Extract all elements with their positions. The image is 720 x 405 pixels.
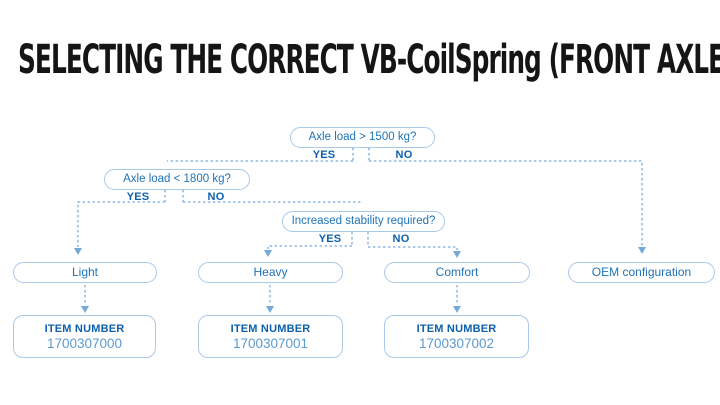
item-number-box-comfort: ITEM NUMBER 1700307002: [384, 315, 529, 358]
page-title: SELECTING THE CORRECT VB-CoilSpring (FRO…: [18, 37, 720, 83]
arrowhead-heavy: [264, 250, 272, 257]
item-number-value: 1700307001: [232, 335, 309, 351]
item-number-value: 1700307002: [418, 335, 495, 351]
q2-yes-label: YES: [126, 191, 150, 203]
q2-no-label: NO: [207, 191, 225, 203]
connector-q3-yes-line: [267, 245, 352, 249]
item-number-heading: ITEM NUMBER: [44, 322, 125, 335]
decision-axle-load-1800-text: Axle load < 1800 kg?: [123, 173, 231, 185]
arrowhead-item-comfort: [453, 306, 461, 313]
outcome-light-label: Light: [71, 265, 99, 279]
q3-no-label: NO: [392, 233, 410, 245]
decision-axle-load-1500-text: Axle load > 1500 kg?: [308, 131, 417, 143]
decision-increased-stability-text: Increased stability required?: [291, 215, 436, 227]
q1-yes-label: YES: [312, 149, 336, 161]
item-number-value: 1700307000: [46, 335, 123, 351]
outcome-comfort-label: Comfort: [435, 265, 479, 279]
arrowhead-light: [74, 248, 82, 255]
arrowhead-oem: [638, 247, 646, 254]
q1-no-label: NO: [395, 149, 413, 161]
outcome-heavy-label: Heavy: [253, 265, 288, 279]
q3-yes-label: YES: [318, 233, 342, 245]
outcome-oem-configuration-label: OEM configuration: [591, 265, 692, 279]
arrowhead-item-heavy: [266, 306, 274, 313]
item-number-heading: ITEM NUMBER: [230, 322, 311, 335]
decision-increased-stability: Increased stability required?: [282, 211, 445, 232]
connector-q2-yes-line: [77, 201, 165, 247]
outcome-heavy: Heavy: [198, 262, 343, 283]
decision-axle-load-1800: Axle load < 1800 kg?: [104, 169, 250, 190]
outcome-oem-configuration: OEM configuration: [568, 262, 715, 283]
arrowhead-comfort: [453, 251, 461, 258]
connector-q3-no-line: [368, 246, 458, 250]
item-number-heading: ITEM NUMBER: [416, 322, 497, 335]
item-number-box-heavy: ITEM NUMBER 1700307001: [198, 315, 343, 358]
item-number-box-light: ITEM NUMBER 1700307000: [13, 315, 156, 358]
decision-axle-load-1500: Axle load > 1500 kg?: [290, 127, 435, 148]
outcome-light: Light: [13, 262, 157, 283]
outcome-comfort: Comfort: [384, 262, 530, 283]
arrowhead-item-light: [81, 306, 89, 313]
